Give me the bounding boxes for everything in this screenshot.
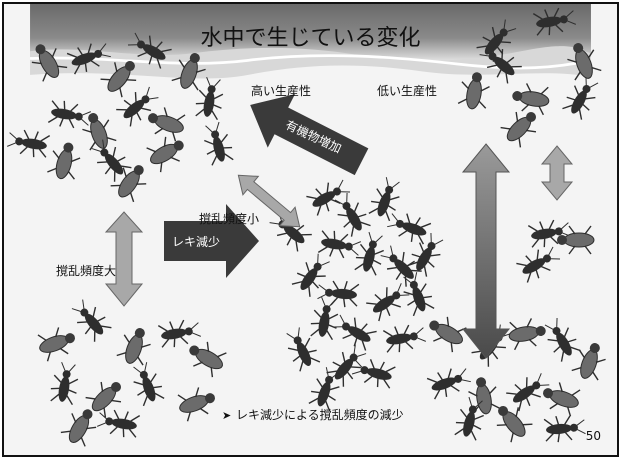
double-arrow-icon	[104, 211, 144, 307]
bullet-arrow-icon: ➤	[222, 409, 232, 422]
page-number: 50	[585, 429, 601, 443]
block-arrow-icon	[250, 94, 369, 176]
bullet-text: レキ減少による撹乱頻度の減少	[236, 408, 404, 422]
insect-larva-icon	[514, 215, 595, 285]
double-arrow-icon	[461, 143, 511, 359]
label-high-productivity: 高い生産性	[251, 84, 312, 98]
page-title: 水中で生じている変化	[200, 26, 421, 51]
label-disturbance-large: 撹乱頻度大	[56, 264, 117, 278]
illustration-layer	[5, 4, 611, 450]
insect-larva-icon	[5, 27, 236, 206]
bullet-point: ➤ レキ減少による撹乱頻度の減少	[222, 408, 416, 423]
label-low-productivity: 低い生産性	[377, 84, 438, 98]
label-disturbance-small: 撹乱頻度小	[199, 212, 260, 226]
insect-larva-icon	[34, 295, 230, 450]
double-arrow-icon	[540, 145, 574, 201]
block-arrow-icon	[164, 204, 259, 278]
insect-larva-icon	[422, 310, 611, 446]
arrow-label-gravel-decrease: レキ減少	[172, 235, 221, 249]
double-arrow-icon	[237, 174, 301, 228]
